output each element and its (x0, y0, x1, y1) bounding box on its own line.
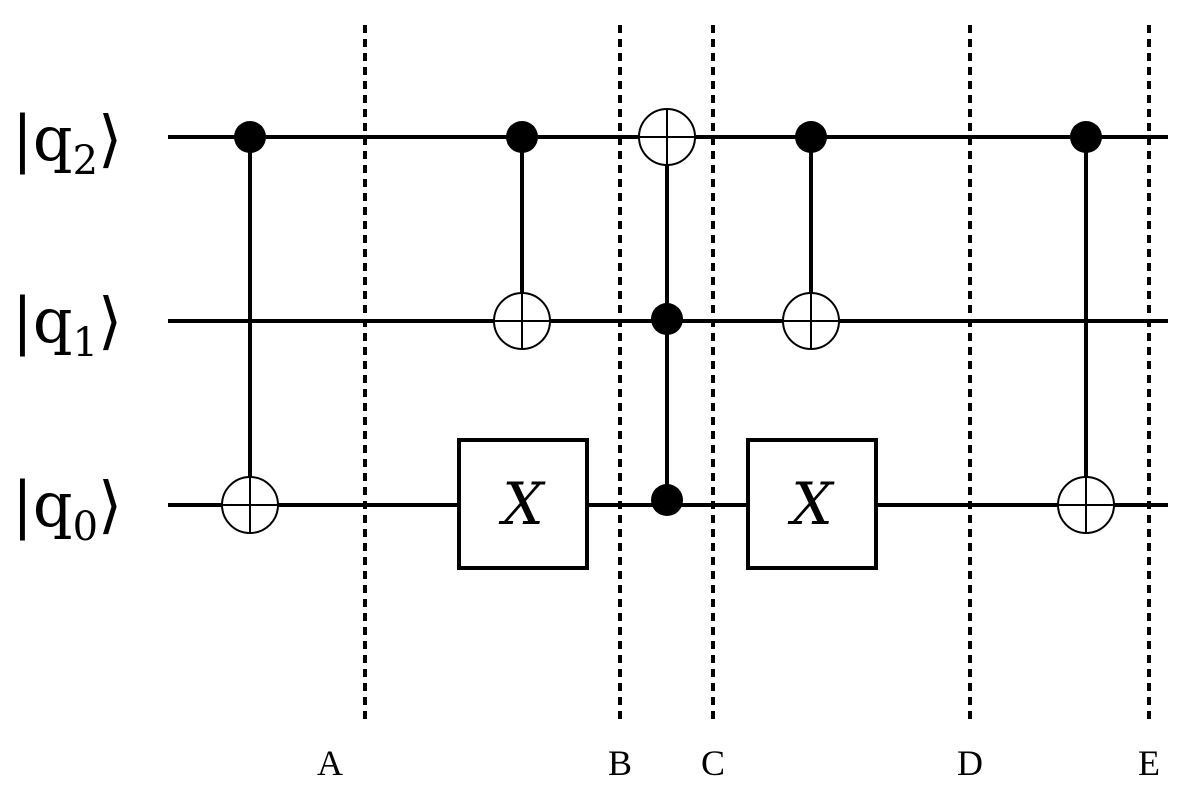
control-dot (234, 121, 266, 153)
x-gate-box (746, 438, 878, 570)
barrier-label-c: C (701, 743, 725, 783)
control-dot-q0 (651, 484, 683, 516)
barrier-label-a: A (317, 743, 343, 783)
x-gate-box (457, 438, 589, 570)
barrier-labels: A B C D E (317, 743, 1160, 783)
barrier-label-d: D (957, 743, 983, 783)
cnot-gate-2 (493, 121, 551, 350)
barrier-label-e: E (1138, 743, 1160, 783)
qubit-label-q2: |q2⟩ (12, 102, 122, 184)
qubit-labels: |q2⟩ |q1⟩ |q0⟩ (12, 102, 122, 550)
qubit-label-q0: |q0⟩ (12, 468, 122, 550)
x-gate-label: X (498, 470, 546, 538)
cnot-gate-1 (221, 121, 279, 534)
control-dot-q1 (651, 303, 683, 335)
qubit-label-q1: |q1⟩ (12, 284, 122, 366)
barriers (363, 25, 1151, 725)
control-dot (1070, 121, 1102, 153)
x-gate-1: X (457, 438, 589, 570)
cnot-gate-4 (1057, 121, 1115, 534)
x-gate-label: X (787, 470, 835, 538)
barrier-label-b: B (608, 743, 632, 783)
control-dot (795, 121, 827, 153)
x-gate-2: X (746, 438, 878, 570)
cnot-gate-3 (782, 121, 840, 350)
control-dot (506, 121, 538, 153)
toffoli-gate (638, 108, 696, 516)
